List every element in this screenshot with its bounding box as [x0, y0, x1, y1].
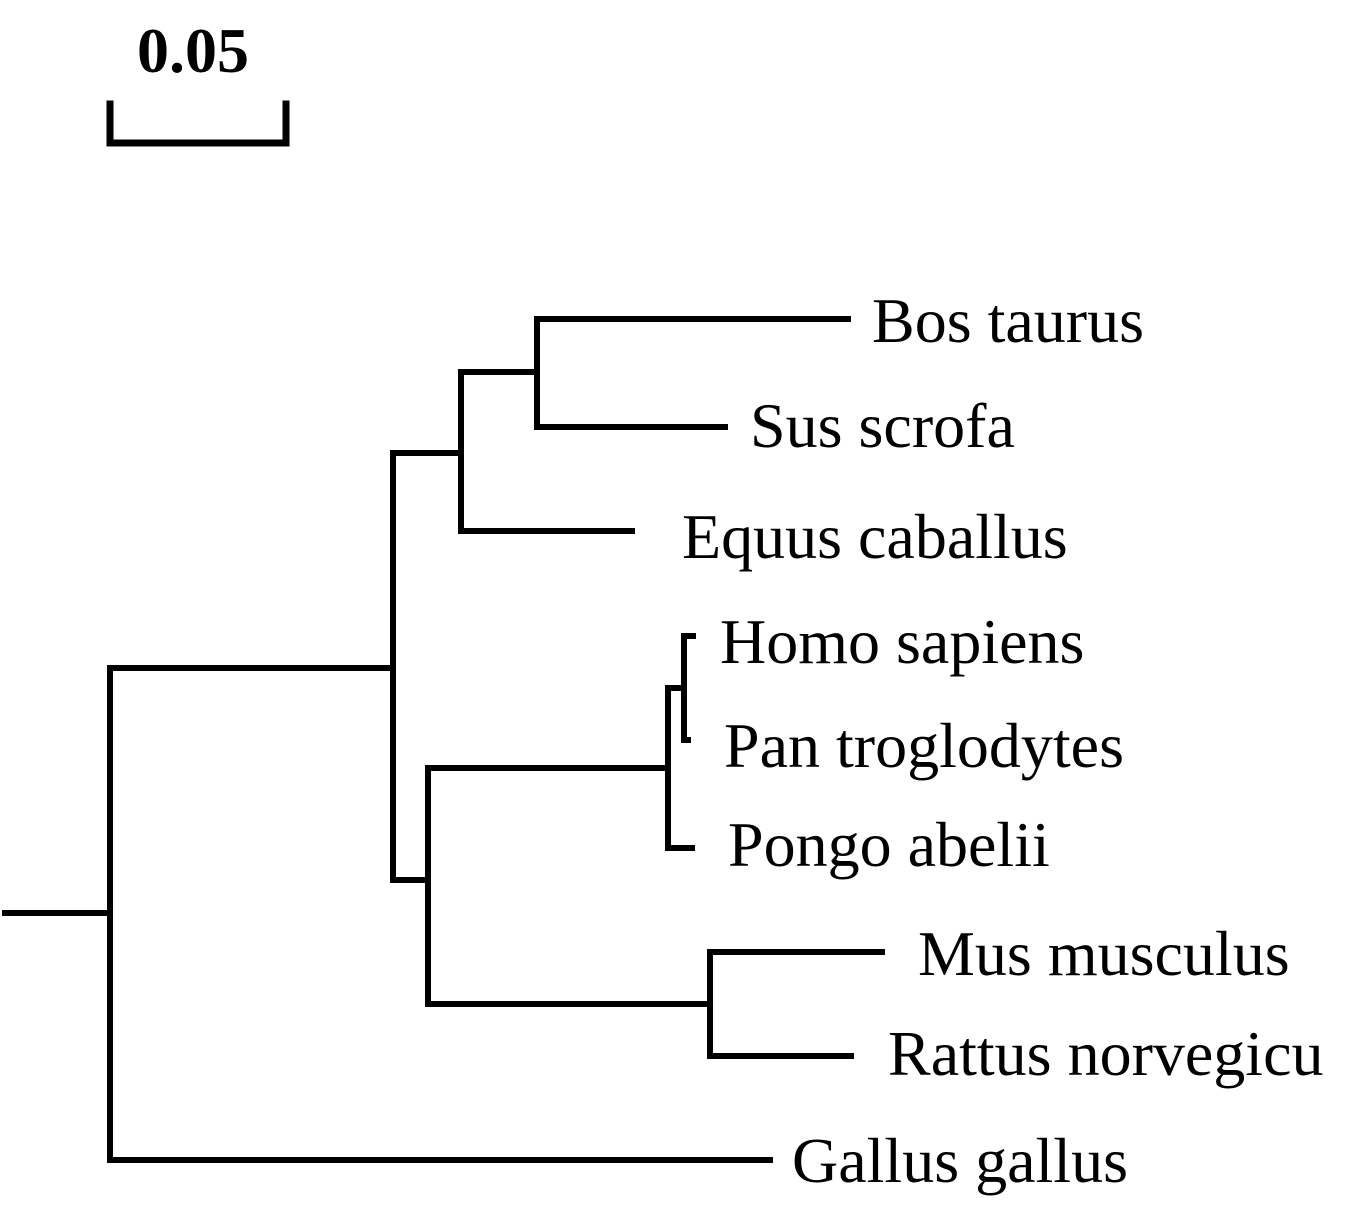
- taxon-label-pongo-abelii: Pongo abelii: [728, 809, 1050, 880]
- taxon-label-rattus-norvegicus: Rattus norvegicu: [888, 1018, 1323, 1089]
- taxon-label-bos-taurus: Bos taurus: [872, 285, 1144, 356]
- taxon-label-equus-caballus: Equus caballus: [682, 501, 1068, 572]
- taxon-label-gallus-gallus: Gallus gallus: [792, 1125, 1128, 1196]
- scale-bar-label: 0.05: [137, 15, 249, 86]
- taxon-label-pan-troglodytes: Pan troglodytes: [724, 710, 1124, 781]
- scale-bar-line: [106, 100, 290, 147]
- taxon-label-homo-sapiens: Homo sapiens: [720, 606, 1084, 677]
- scale-bar: 0.05: [106, 15, 290, 147]
- taxon-label-sus-scrofa: Sus scrofa: [750, 390, 1015, 461]
- taxon-label-mus-musculus: Mus musculus: [918, 918, 1290, 989]
- taxon-labels: Bos taurus Sus scrofa Equus caballus Hom…: [682, 285, 1323, 1196]
- tree-branches: [2, 316, 885, 1163]
